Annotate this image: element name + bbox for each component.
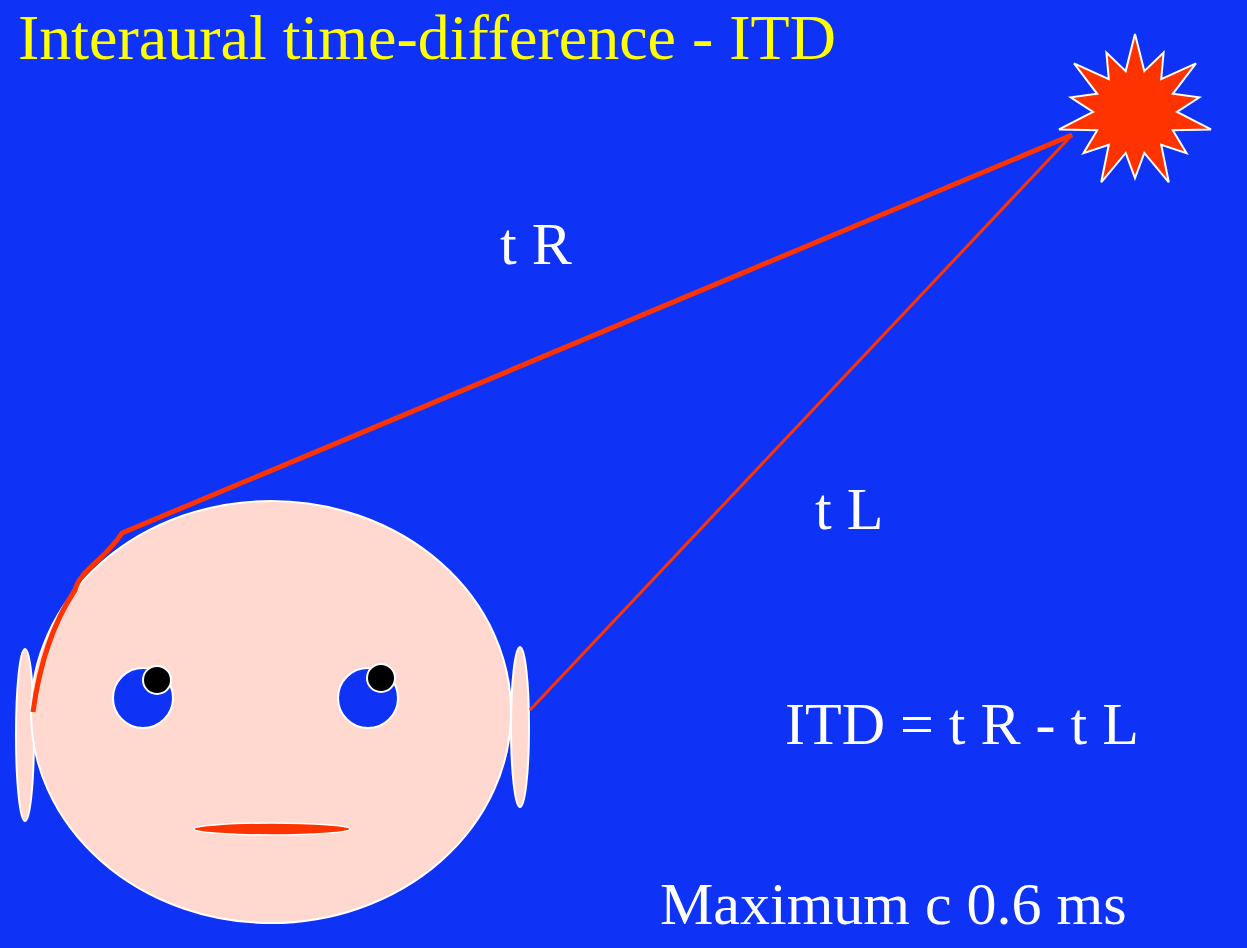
right-ear: [511, 647, 529, 807]
time-right-label: t R: [500, 214, 572, 274]
left-ear: [16, 649, 34, 821]
pupil: [367, 664, 395, 692]
maximum-note: Maximum c 0.6 ms: [660, 874, 1127, 934]
sound-source-star: [1059, 34, 1211, 182]
head: [31, 501, 511, 923]
sound-path-left: [530, 135, 1072, 710]
sound-path-right: [33, 135, 1072, 712]
sound-source-star: [1059, 34, 1211, 182]
time-left-label: t L: [815, 479, 883, 539]
slide-title: Interaural time-difference - ITD: [18, 6, 836, 70]
pupil: [143, 666, 171, 694]
itd-formula: ITD = t R - t L: [785, 694, 1139, 754]
mouth: [194, 823, 350, 835]
